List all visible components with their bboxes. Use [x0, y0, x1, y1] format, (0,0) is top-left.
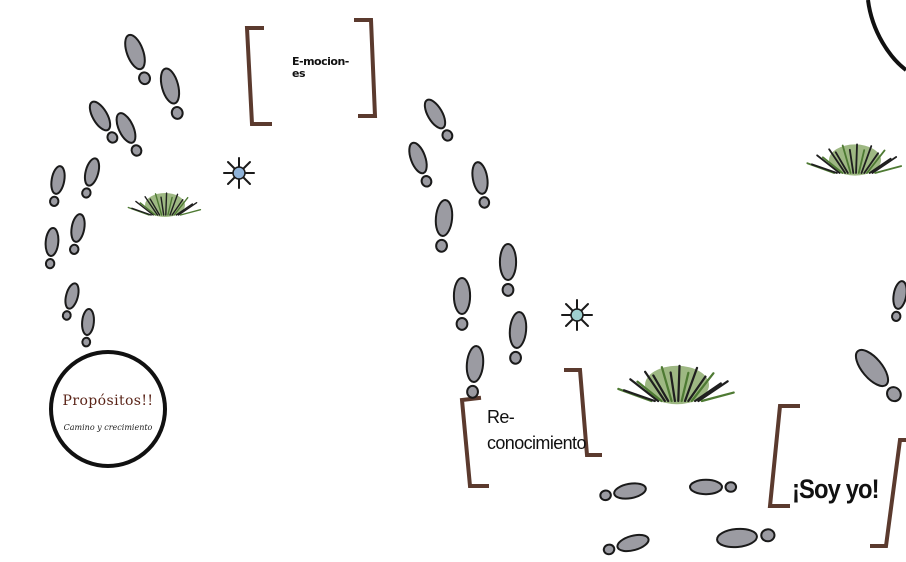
bracket-soy-yo	[767, 404, 906, 548]
footprint-icon	[88, 100, 119, 144]
label-soy-yo: ¡Soy yo!	[792, 474, 880, 504]
label-reconocimiento-text: Re-conocimiento	[487, 407, 586, 453]
grass-tuft-icon	[617, 364, 735, 405]
footprint-icon	[69, 213, 86, 255]
label-emociones: E-mocion-es	[292, 55, 349, 80]
footprint-icon	[891, 280, 906, 322]
bracket-emociones	[244, 18, 378, 126]
footprint-icon	[689, 478, 738, 496]
footprint-icon	[508, 311, 528, 365]
footprint-icon	[452, 277, 472, 331]
grass-tuft-icon	[127, 192, 202, 217]
footprint-icon	[81, 157, 101, 199]
footprint-icon	[434, 199, 454, 253]
footprint-icon	[423, 98, 454, 142]
propositos-title: Propósitos!!	[62, 393, 154, 409]
footprint-icon	[61, 282, 80, 321]
footprint-icon	[599, 482, 647, 502]
bracket-reconocimiento	[459, 368, 602, 488]
propositos-circle	[49, 350, 167, 468]
grass-tuft-icon	[806, 143, 902, 176]
propositos-subtitle: Camino y crecimiento	[63, 423, 153, 432]
footprint-icon	[471, 161, 491, 209]
footprint-icon	[498, 243, 518, 297]
footprint-icon	[602, 533, 650, 556]
footprint-icon	[408, 141, 433, 188]
footprint-icon	[124, 33, 152, 86]
top-right-circle-edge	[866, 0, 906, 72]
footprint-icon	[44, 227, 60, 270]
footprint-icon	[81, 308, 95, 348]
footprint-icon	[465, 345, 485, 399]
footprint-icon	[115, 112, 143, 157]
grass-decoration	[127, 143, 902, 405]
footprint-icon	[159, 67, 184, 120]
sparkle-star-icon	[223, 157, 255, 189]
footprint-trail	[44, 33, 906, 556]
label-reconocimiento: Re-conocimiento	[487, 404, 591, 456]
footprint-icon	[49, 165, 66, 207]
footprint-icon	[716, 527, 776, 549]
footprint-icon	[854, 348, 902, 403]
sparkle-star-icon	[561, 299, 593, 331]
